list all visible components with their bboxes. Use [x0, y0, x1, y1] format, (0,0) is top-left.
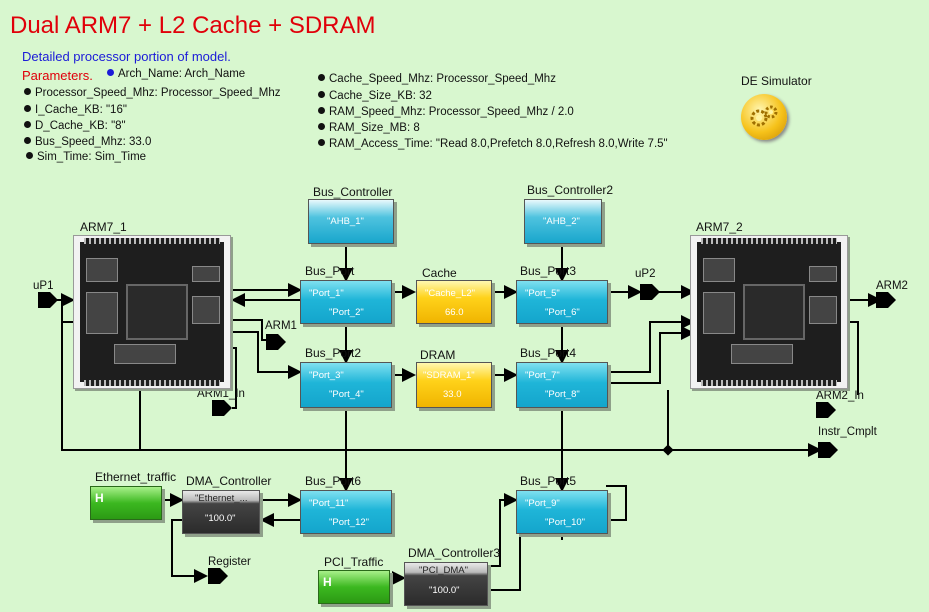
- simulator-label: DE Simulator: [741, 74, 812, 88]
- bus-controller2-value: "AHB_2": [543, 216, 580, 227]
- page-title: Dual ARM7 + L2 Cache + SDRAM: [10, 12, 376, 39]
- bus-controller-label: Bus_Controller: [313, 185, 393, 199]
- dram-line1: "SDRAM_1": [423, 370, 475, 381]
- bus-port2-block[interactable]: "Port_3" "Port_4": [300, 362, 392, 408]
- ethernet-traffic-block[interactable]: H: [90, 486, 162, 520]
- param-ram-size: RAM_Size_MB: 8: [318, 122, 420, 134]
- cache-label: Cache: [422, 266, 457, 280]
- dma-controller3-line1: "PCI_DMA": [419, 565, 468, 576]
- bus-controller-value: "AHB_1": [327, 216, 364, 227]
- parameters-label: Parameters.: [22, 68, 93, 83]
- port-arm2: ARM2: [876, 280, 908, 292]
- bus-port3-line1: "Port_5": [525, 288, 560, 299]
- port-register: Register: [208, 556, 251, 568]
- dram-block[interactable]: "SDRAM_1" 33.0: [416, 362, 492, 408]
- bus-port6-line1: "Port_11": [309, 498, 349, 509]
- traffic-generator-icon: H: [95, 491, 104, 505]
- port-instr-cmplt: Instr_Cmplt: [818, 426, 877, 438]
- bus-port2-label: Bus_Port2: [305, 346, 362, 360]
- bus-port5-line1: "Port_9": [525, 498, 560, 509]
- bus-port2-line2: "Port_4": [329, 389, 364, 400]
- bus-port3-label: Bus_Port3: [520, 264, 577, 278]
- port-arm1-in: ARM1_In: [197, 388, 245, 400]
- arm7-1-processor[interactable]: [73, 235, 231, 389]
- bus-port-block[interactable]: "Port_1" "Port_2": [300, 280, 392, 324]
- port-arm2-in: ARM2_In: [816, 390, 864, 402]
- pci-traffic-block[interactable]: H: [318, 570, 390, 604]
- bus-port4-line1: "Port_7": [525, 370, 560, 381]
- param-ram-access-time: RAM_Access_Time: "Read 8.0,Prefetch 8.0,…: [318, 138, 668, 150]
- bus-controller-block[interactable]: "AHB_1": [308, 199, 394, 244]
- param-d-cache: D_Cache_KB: "8": [24, 120, 126, 132]
- bus-port-label: Bus_Port: [305, 264, 355, 278]
- bus-port3-line2: "Port_6": [545, 307, 580, 318]
- cache-line2: 66.0: [445, 307, 464, 318]
- bus-controller2-block[interactable]: "AHB_2": [524, 199, 602, 244]
- dma-controller-line2: "100.0": [205, 513, 236, 524]
- param-cache-speed: Cache_Speed_Mhz: Processor_Speed_Mhz: [318, 73, 556, 85]
- pci-traffic-label: PCI_Traffic: [324, 555, 384, 569]
- bus-controller2-label: Bus_Controller2: [527, 183, 614, 197]
- dram-label: DRAM: [420, 348, 456, 362]
- cache-line1: "Cache_L2": [425, 288, 476, 299]
- traffic-generator-icon: H: [323, 575, 332, 589]
- param-ram-speed: RAM_Speed_Mhz: Processor_Speed_Mhz / 2.0: [318, 106, 574, 118]
- dma-controller-block[interactable]: "Ethernet_... "100.0": [182, 490, 260, 534]
- dma-controller3-line2: "100.0": [429, 585, 460, 596]
- bus-port4-label: Bus_Port4: [520, 346, 577, 360]
- param-i-cache: I_Cache_KB: "16": [24, 104, 127, 116]
- param-processor-speed: Processor_Speed_Mhz: Processor_Speed_Mhz: [24, 87, 280, 99]
- ethernet-traffic-label: Ethernet_traffic: [95, 470, 177, 484]
- bus-port4-line2: "Port_8": [545, 389, 580, 400]
- arm7-1-label: ARM7_1: [80, 220, 127, 234]
- dma-controller-line1: "Ethernet_...: [195, 493, 248, 504]
- gears-icon[interactable]: [741, 94, 787, 140]
- bus-port5-label: Bus_Port5: [520, 474, 577, 488]
- model-description: Detailed processor portion of model.: [22, 49, 231, 64]
- port-up2: uP2: [635, 268, 656, 280]
- arm7-2-label: ARM7_2: [696, 220, 743, 234]
- dma-controller3-label: DMA_Controller3: [408, 546, 501, 560]
- bus-port3-block[interactable]: "Port_5" "Port_6": [516, 280, 608, 324]
- bus-port6-block[interactable]: "Port_11" "Port_12": [300, 490, 392, 534]
- dma-controller3-block[interactable]: "PCI_DMA" "100.0": [404, 562, 488, 606]
- bus-port2-line1: "Port_3": [309, 370, 344, 381]
- bus-port5-line2: "Port_10": [545, 517, 586, 528]
- param-cache-size: Cache_Size_KB: 32: [318, 90, 432, 102]
- param-sim-time: Sim_Time: Sim_Time: [26, 151, 146, 163]
- bus-port5-block[interactable]: "Port_9" "Port_10": [516, 490, 608, 534]
- bus-port6-label: Bus_Port6: [305, 474, 362, 488]
- port-up1: uP1: [33, 280, 54, 292]
- cache-block[interactable]: "Cache_L2" 66.0: [416, 280, 492, 324]
- port-arm1: ARM1: [265, 320, 297, 332]
- arm7-2-processor[interactable]: [690, 235, 848, 389]
- bus-port-line2: "Port_2": [329, 307, 364, 318]
- dram-line2: 33.0: [443, 389, 462, 400]
- param-arch-name: Arch_Name: Arch_Name: [107, 68, 245, 80]
- bus-port6-line2: "Port_12": [329, 517, 370, 528]
- param-bus-speed: Bus_Speed_Mhz: 33.0: [24, 136, 151, 148]
- dma-controller-label: DMA_Controller: [186, 474, 272, 488]
- bus-port-line1: "Port_1": [309, 288, 344, 299]
- bus-port4-block[interactable]: "Port_7" "Port_8": [516, 362, 608, 408]
